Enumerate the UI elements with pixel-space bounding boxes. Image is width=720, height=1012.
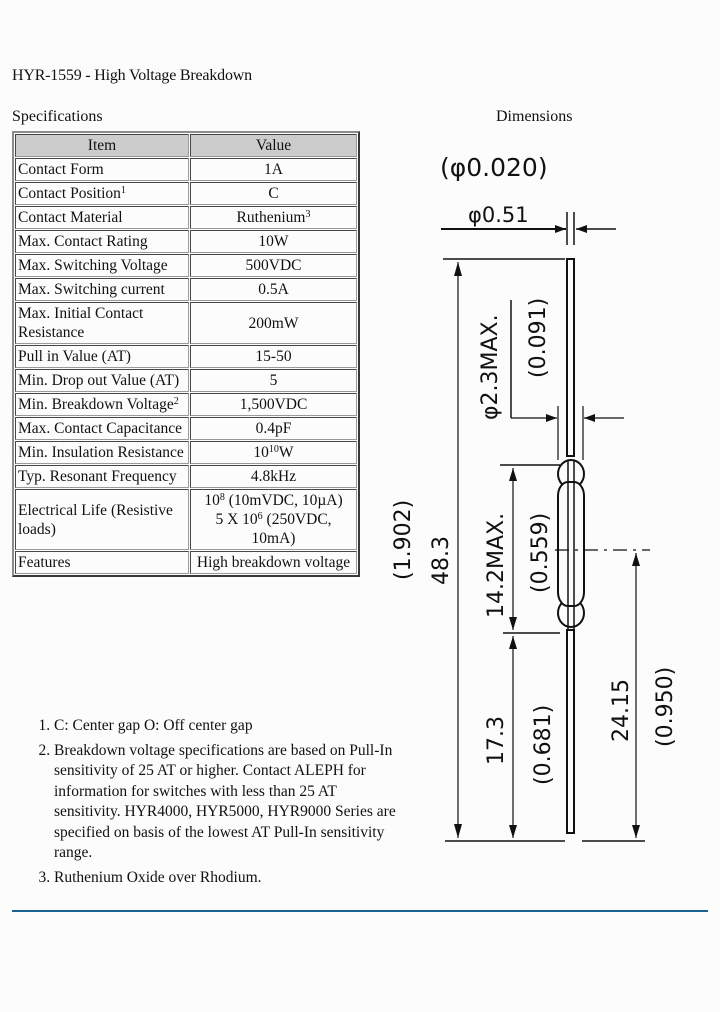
table-row: Min. Drop out Value (AT) 5 — [15, 369, 357, 392]
footnotes-list: C: Center gap O: Off center gap Breakdow… — [20, 716, 399, 892]
footnote-item: Ruthenium Oxide over Rhodium. — [54, 868, 399, 889]
value-cell: 0.5A — [190, 278, 357, 301]
value-cell: 1010W — [190, 441, 357, 464]
footnote-ref: 3 — [305, 209, 311, 220]
column-header-item: Item — [15, 134, 189, 157]
value-cell: 15-50 — [190, 345, 357, 368]
value-cell: C — [190, 182, 357, 205]
value-cell: High breakdown voltage — [190, 551, 357, 574]
value-cell: 10W — [190, 230, 357, 253]
item-cell: Features — [15, 551, 189, 574]
value-cell: 0.4pF — [190, 417, 357, 440]
value-cell: 5 — [190, 369, 357, 392]
item-cell: Max. Switching Voltage — [15, 254, 189, 277]
horizontal-divider — [12, 910, 708, 912]
value-unit: W — [278, 444, 294, 461]
value-text: (10mVDC, 10µA) — [224, 492, 343, 509]
value-exponent: 6 — [257, 511, 263, 522]
table-row: Max. Initial Contact Resistance 200mW — [15, 302, 357, 344]
value-cell: 1,500VDC — [190, 393, 357, 416]
table-row: Max. Switching current 0.5A — [15, 278, 357, 301]
value-cell: 4.8kHz — [190, 465, 357, 488]
table-row: Features High breakdown voltage — [15, 551, 357, 574]
glass-length-inch-label: (0.559) — [528, 513, 553, 593]
item-cell: Min. Breakdown Voltage2 — [15, 393, 189, 416]
center-length-inch-label: (0.950) — [653, 667, 678, 747]
table-row: Min. Breakdown Voltage2 1,500VDC — [15, 393, 357, 416]
overall-length-inch-label: (1.902) — [391, 500, 416, 580]
column-header-value: Value — [190, 134, 357, 157]
item-cell: Contact Form — [15, 158, 189, 181]
table-row: Pull in Value (AT) 15-50 — [15, 345, 357, 368]
item-cell: Typ. Resonant Frequency — [15, 465, 189, 488]
glass-diameter-inch-label: (0.091) — [526, 298, 551, 378]
value-exponent: 10 — [268, 444, 279, 455]
value-base: 5 X 10 — [215, 511, 258, 528]
item-cell: Max. Contact Rating — [15, 230, 189, 253]
table-row: Min. Insulation Resistance 1010W — [15, 441, 357, 464]
value-cell: 108 (10mVDC, 10µA) 5 X 106 (250VDC, 10mA) — [190, 489, 357, 550]
item-text: Contact Position — [18, 185, 121, 202]
value-cell: 1A — [190, 158, 357, 181]
table-row: Contact Material Ruthenium3 — [15, 206, 357, 229]
table-row: Max. Switching Voltage 500VDC — [15, 254, 357, 277]
lead-diameter-mm-label: φ0.51 — [468, 203, 529, 227]
value-cell: 200mW — [190, 302, 357, 344]
table-row: Max. Contact Capacitance 0.4pF — [15, 417, 357, 440]
value-base: 10 — [204, 492, 220, 509]
item-text: Min. Breakdown Voltage — [18, 396, 174, 413]
value-exponent: 8 — [219, 492, 225, 503]
item-cell: Electrical Life (Resistive loads) — [15, 489, 189, 550]
lead-length-mm-label: 17.3 — [484, 716, 509, 765]
table-row: Contact Position1 C — [15, 182, 357, 205]
dimensions-heading: Dimensions — [496, 108, 573, 125]
item-cell: Min. Insulation Resistance — [15, 441, 189, 464]
table-header-row: Item Value — [15, 134, 357, 157]
value-text: (250VDC, 10mA) — [251, 511, 332, 547]
specifications-table: Item Value Contact Form 1A Contact Posit… — [12, 131, 360, 577]
lead-diameter-inch-label: (φ0.020) — [440, 153, 548, 182]
footnote-ref: 2 — [173, 396, 179, 407]
value-cell: Ruthenium3 — [190, 206, 357, 229]
reed-switch-dimension-drawing: (φ0.020) φ0.51 (1.902) 48.3 φ2.3MAX. (0.… — [391, 153, 678, 842]
footnote-ref: 1 — [120, 185, 126, 196]
table-row: Typ. Resonant Frequency 4.8kHz — [15, 465, 357, 488]
item-cell: Min. Drop out Value (AT) — [15, 369, 189, 392]
item-cell: Pull in Value (AT) — [15, 345, 189, 368]
item-cell: Contact Material — [15, 206, 189, 229]
overall-length-mm-label: 48.3 — [429, 536, 454, 585]
page-title: HYR-1559 - High Voltage Breakdown — [12, 67, 252, 84]
item-cell: Max. Initial Contact Resistance — [15, 302, 189, 344]
item-cell: Contact Position1 — [15, 182, 189, 205]
table-row: Electrical Life (Resistive loads) 108 (1… — [15, 489, 357, 550]
glass-length-mm-label: 14.2MAX. — [484, 513, 509, 618]
glass-diameter-mm-label: φ2.3MAX. — [478, 314, 503, 420]
item-cell: Max. Switching current — [15, 278, 189, 301]
center-length-mm-label: 24.15 — [609, 679, 634, 742]
lead-length-inch-label: (0.681) — [531, 705, 556, 785]
specifications-heading: Specifications — [12, 108, 103, 125]
table-row: Contact Form 1A — [15, 158, 357, 181]
value-text: Ruthenium — [236, 209, 306, 226]
value-cell: 500VDC — [190, 254, 357, 277]
footnote-item: Breakdown voltage specifications are bas… — [54, 741, 399, 864]
table-row: Max. Contact Rating 10W — [15, 230, 357, 253]
value-base: 10 — [253, 444, 269, 461]
item-cell: Max. Contact Capacitance — [15, 417, 189, 440]
footnote-item: C: Center gap O: Off center gap — [54, 716, 399, 737]
